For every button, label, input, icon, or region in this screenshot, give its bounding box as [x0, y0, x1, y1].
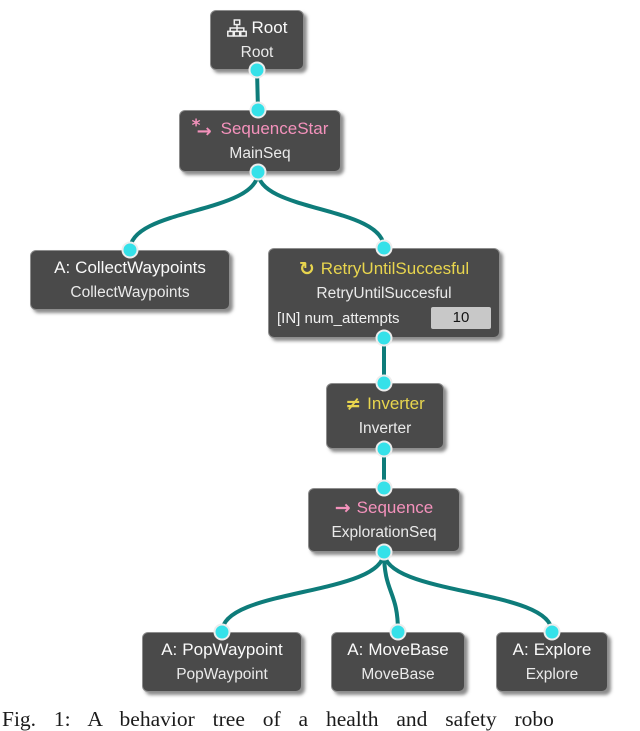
node-type-label: MoveBase — [368, 640, 449, 659]
node-instance-label: Inverter — [358, 420, 412, 437]
port-value-field[interactable]: 10 — [431, 307, 491, 329]
edge-root-mainseq — [255, 68, 260, 112]
tree-icon — [226, 19, 247, 37]
node-instance-label: CollectWaypoints — [70, 284, 190, 301]
node-explorationseq[interactable]: → Sequence ExplorationSeq — [308, 488, 460, 552]
node-type-label: PopWaypoint — [182, 640, 283, 659]
node-type-label: Explore — [533, 640, 592, 659]
node-type-label: Sequence — [356, 498, 434, 517]
node-retryuntilsuccesful[interactable]: ↻ RetryUntilSuccesful RetryUntilSuccesfu… — [268, 248, 500, 338]
retry-icon: ↻ — [298, 257, 315, 280]
not-equal-icon: ≠ — [345, 393, 362, 415]
sequence-star-icon: * → — [191, 116, 212, 142]
port-label: [IN] num_attempts — [277, 309, 400, 327]
edge-mainseq-collect — [128, 170, 260, 252]
node-collectwaypoints[interactable]: A: CollectWaypoints CollectWaypoints — [30, 250, 230, 310]
node-instance-label: Root — [240, 44, 274, 61]
node-type-label: SequenceStar — [220, 119, 329, 138]
action-prefix: A: — [512, 640, 529, 659]
action-prefix: A: — [161, 640, 178, 659]
node-instance-label: MainSeq — [229, 145, 291, 162]
node-instance-label: PopWaypoint — [176, 666, 268, 683]
edge-expseq-move — [382, 550, 400, 634]
node-type-label: CollectWaypoints — [75, 258, 206, 277]
node-type-label: RetryUntilSuccesful — [320, 258, 470, 278]
arrow-icon: → — [334, 497, 351, 519]
node-inverter[interactable]: ≠ Inverter Inverter — [326, 383, 444, 449]
node-movebase[interactable]: A: MoveBase MoveBase — [331, 632, 465, 692]
edge-mainseq-retry — [256, 170, 386, 250]
figure-caption: Fig. 1: A behavior tree of a health and … — [2, 707, 554, 731]
node-type-label: Root — [251, 18, 288, 37]
node-instance-label: RetryUntilSuccesful — [316, 284, 452, 302]
node-root[interactable]: Root Root — [210, 10, 304, 70]
node-instance-label: Explore — [525, 666, 579, 683]
node-popwaypoint[interactable]: A: PopWaypoint PopWaypoint — [142, 632, 302, 692]
action-prefix: A: — [54, 258, 71, 277]
edge-expseq-explore — [382, 550, 554, 634]
edge-expseq-pop — [220, 550, 386, 634]
node-instance-label: MoveBase — [361, 666, 435, 683]
node-explore[interactable]: A: Explore Explore — [496, 632, 608, 692]
node-instance-label: ExplorationSeq — [331, 524, 437, 541]
node-type-label: Inverter — [367, 394, 425, 413]
action-prefix: A: — [347, 640, 364, 659]
node-mainseq[interactable]: * → SequenceStar MainSeq — [179, 110, 341, 172]
